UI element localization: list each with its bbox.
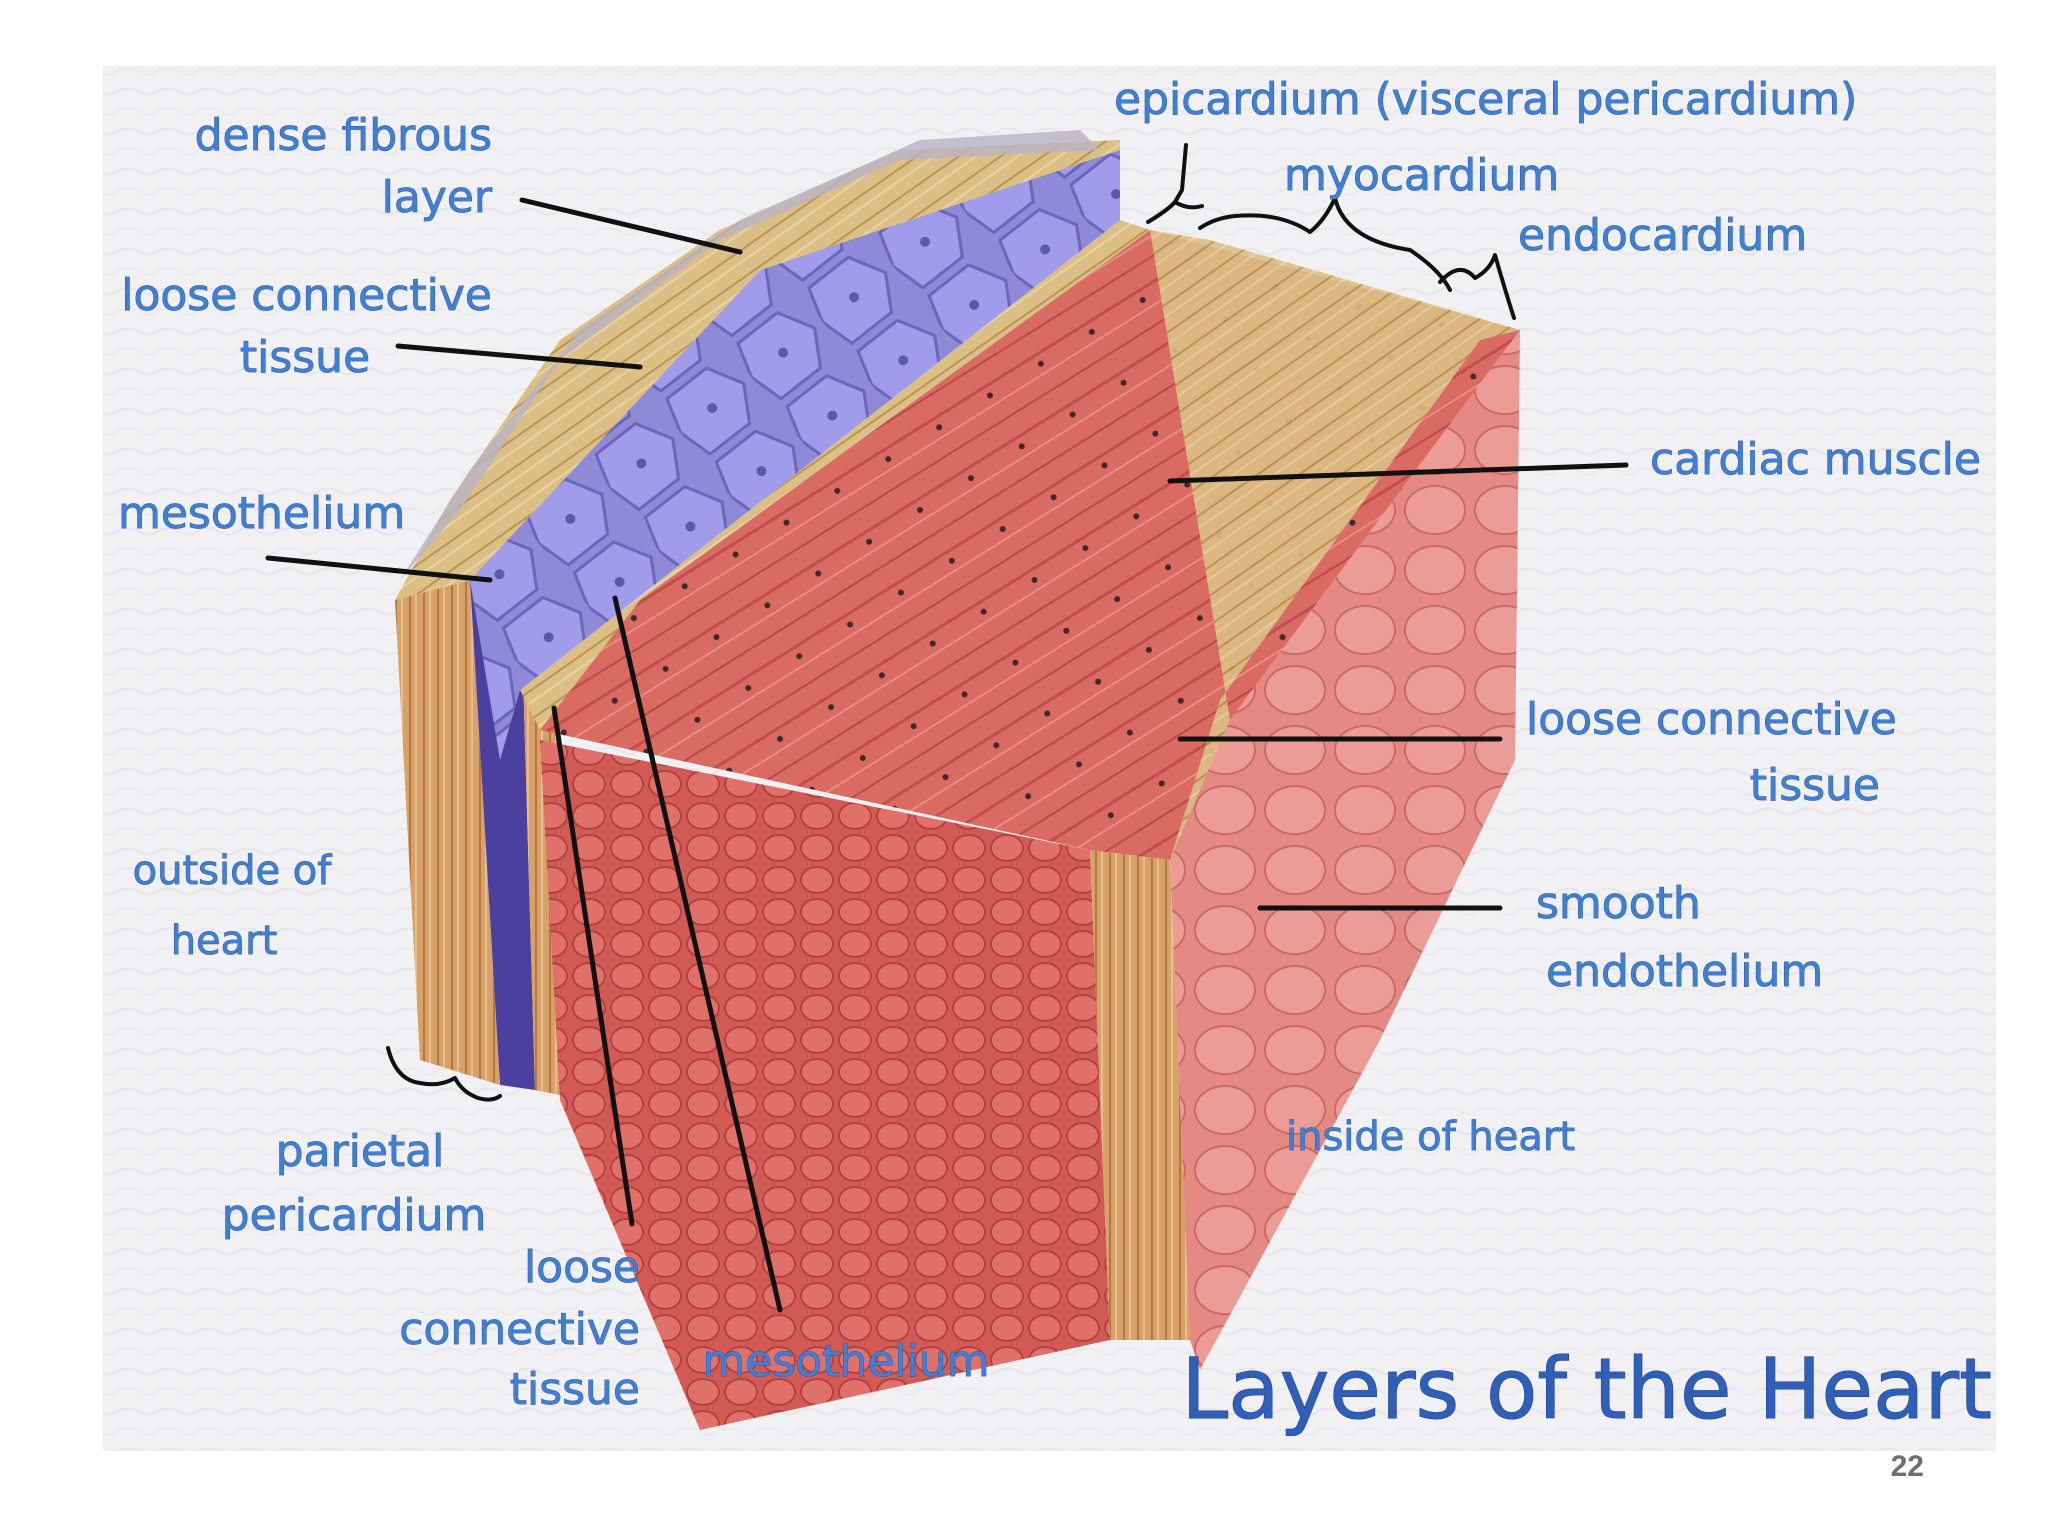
leader-dense-fibrous [519, 197, 743, 255]
label-outside-line1: outside of [133, 848, 333, 894]
label-dense-fibrous-line1: dense fibrous [195, 110, 492, 161]
dense-fibrous-outer [395, 140, 1120, 600]
page-number: 22 [1891, 1450, 1924, 1483]
braces [386, 143, 1516, 1102]
label-loose-ct-bottom-line2: connective [399, 1304, 640, 1355]
leader-lines [265, 197, 1629, 1313]
label-parietal-line2: pericardium [222, 1190, 487, 1241]
label-inside: inside of heart [1286, 1114, 1575, 1160]
figure-title: Layers of the Heart [1181, 1340, 1992, 1438]
leader-mesothelium-left [265, 555, 493, 583]
label-loose-ct-right-line2: tissue [1750, 760, 1880, 811]
label-loose-ct-bottom-line3: tissue [510, 1364, 640, 1415]
label-loose-ct-right-line1: loose connective [1526, 694, 1897, 745]
parietal-face [395, 580, 500, 1085]
top-connective-band [1150, 230, 1520, 860]
label-endocardium: endocardium [1518, 210, 1807, 261]
brace-endocardium [1438, 253, 1516, 320]
label-parietal-line1: parietal [276, 1126, 445, 1177]
label-smooth-line2: endothelium [1546, 946, 1823, 997]
label-loose-ct-left-line1: loose connective [121, 270, 492, 321]
front-face-muscle [540, 740, 1110, 1430]
leader-loose-ct-bottom [551, 705, 635, 1227]
labels: dense fibrous layer loose connective tis… [118, 74, 1993, 1439]
leader-mesothelium-bottom [612, 595, 783, 1313]
label-mesothelium-bottom: mesothelium [702, 1336, 989, 1387]
meso-face [470, 570, 535, 1090]
front-connective-stripe [1090, 850, 1190, 1340]
rough-outer-edge [400, 130, 1100, 580]
label-smooth-line1: smooth [1536, 878, 1701, 929]
leader-cardiac-muscle [1167, 462, 1629, 484]
leader-loose-ct-left [395, 343, 643, 370]
label-myocardium: myocardium [1284, 150, 1559, 201]
brace-parietal [386, 1046, 502, 1102]
label-epicardium: epicardium (visceral pericardium) [1114, 74, 1857, 125]
label-loose-ct-bottom-line1: loose [524, 1242, 640, 1293]
mesothelium-cells [470, 150, 1120, 760]
label-loose-ct-left-line2: tissue [240, 332, 370, 383]
label-mesothelium-left: mesothelium [118, 488, 405, 539]
inner-surface [1170, 330, 1520, 1370]
brace-myocardium [1198, 196, 1452, 292]
label-dense-fibrous-line2: layer [382, 172, 493, 223]
top-loose-band [520, 220, 1150, 730]
brace-epicardium-2 [1173, 200, 1204, 210]
label-cardiac-muscle: cardiac muscle [1650, 434, 1981, 485]
label-outside-line2: heart [171, 918, 278, 964]
tissue-block-illustration [395, 130, 1520, 1430]
